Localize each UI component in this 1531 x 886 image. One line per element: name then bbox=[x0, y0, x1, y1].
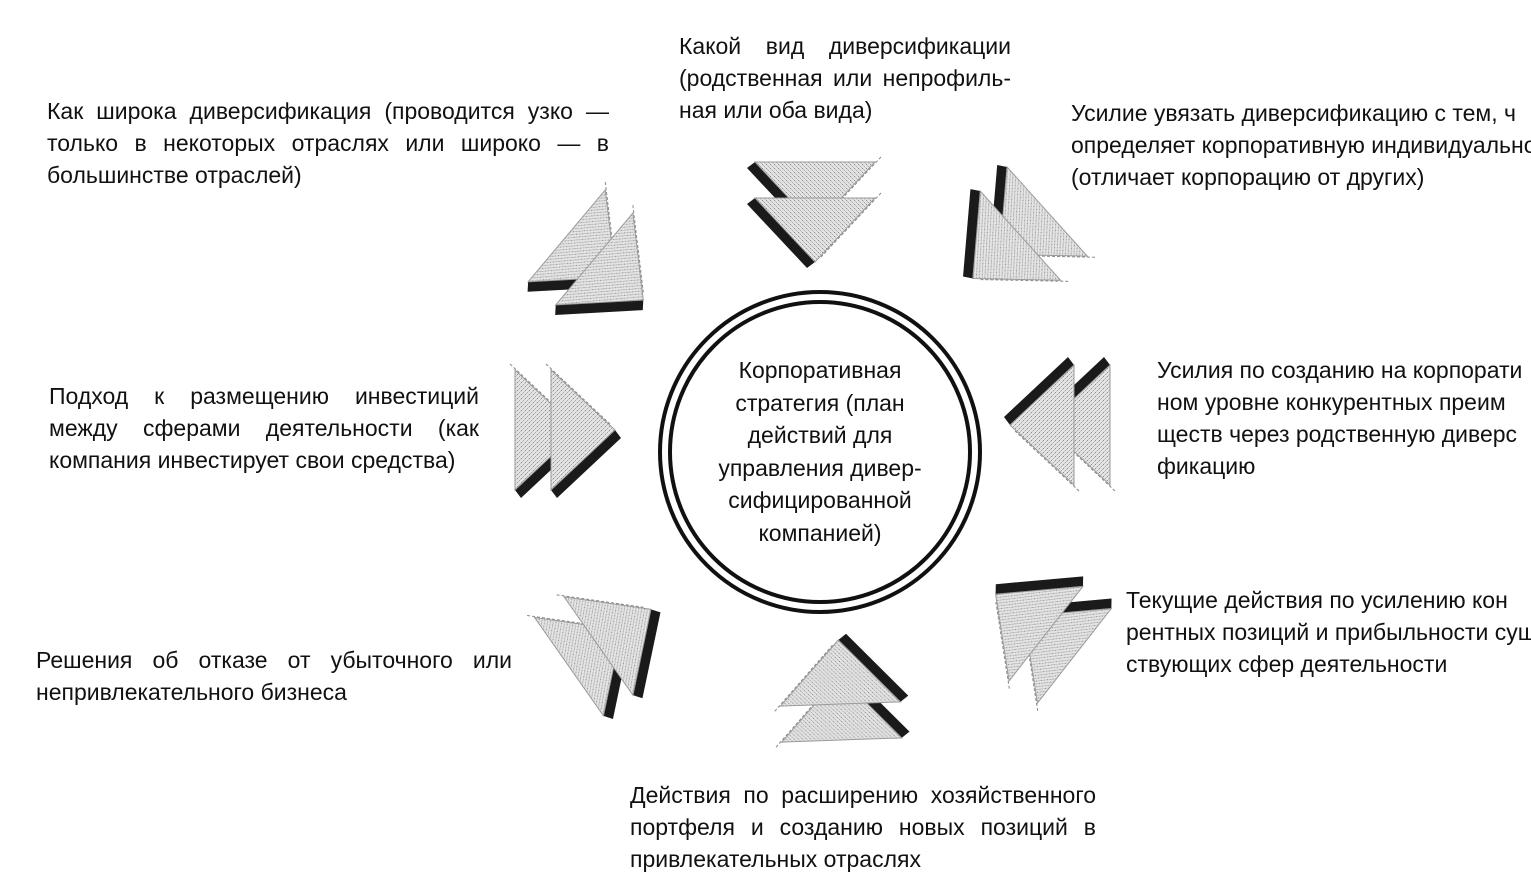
label-line: только в некоторых отраслях или широко —… bbox=[47, 130, 609, 156]
label-portfolio-expansion: Действия по расширению хозяйственного по… bbox=[630, 779, 1096, 875]
label-line: ществ через родственную диверс bbox=[1157, 421, 1518, 447]
arrow-expansion-face bbox=[779, 639, 902, 707]
label-line: рентных позиций и прибыльности суш bbox=[1126, 619, 1531, 645]
center-label-line: действий для bbox=[747, 422, 893, 448]
label-line: ная или оба вида) bbox=[679, 97, 873, 123]
label-line: портфеля и созданию новых позиций в bbox=[630, 814, 1096, 840]
label-line: привлекательных отраслях bbox=[630, 846, 921, 872]
center-label: Корпоративная стратегия (план действий д… bbox=[695, 354, 945, 549]
center-outer-ring bbox=[658, 290, 982, 614]
center-label-line: компанией) bbox=[758, 519, 882, 546]
label-current-actions: Текущие действия по усилению кон рентных… bbox=[1126, 584, 1531, 680]
center-label-line: Корпоративная bbox=[738, 357, 902, 383]
arrow-type-face bbox=[753, 197, 877, 263]
label-line: (отличает корпорацию от других) bbox=[1071, 164, 1425, 190]
arrow-expansion-face bbox=[780, 675, 903, 743]
arrow-investment bbox=[509, 363, 621, 498]
label-competitive-advantage: Усилия по созданию на корпорати ном уров… bbox=[1157, 354, 1531, 482]
arrow-identity-shadow bbox=[963, 189, 981, 279]
arrow-expansion bbox=[774, 633, 910, 748]
arrow-type-face bbox=[753, 161, 877, 227]
label-line: Усилие увязать диверсификацию с тем, ч bbox=[1071, 100, 1517, 126]
label-line: ствующих сфер деятельности bbox=[1126, 651, 1448, 677]
center-label-line: управления дивер- bbox=[718, 454, 922, 481]
arrow-current-face bbox=[995, 585, 1085, 683]
center-inner-ring bbox=[668, 300, 972, 604]
arrow-type bbox=[747, 156, 882, 268]
label-line: Подход к размещению инвестиций bbox=[49, 383, 479, 409]
arrow-divest bbox=[527, 594, 661, 719]
label-divestment: Решения об отказе от убыточного или непр… bbox=[36, 644, 512, 708]
label-line: (родственная или непрофиль- bbox=[679, 65, 1011, 91]
arrows-group bbox=[509, 156, 1116, 748]
label-line: непривлекательного бизнеса bbox=[36, 679, 347, 705]
label-line: фикацию bbox=[1157, 453, 1256, 479]
arrow-advantage bbox=[1004, 357, 1116, 492]
arrow-identity bbox=[963, 165, 1096, 282]
arrow-identity-face bbox=[999, 165, 1089, 257]
label-line: Усилия по созданию на корпорати bbox=[1157, 357, 1523, 383]
arrow-current-shadow bbox=[995, 576, 1084, 595]
arrow-divest-shadow bbox=[632, 609, 661, 699]
arrow-type-shadow bbox=[747, 198, 815, 268]
arrow-identity-face bbox=[972, 189, 1062, 281]
arrow-breadth bbox=[527, 182, 644, 315]
label-diversification-type: Какой вид диверсификации (родственная ил… bbox=[679, 30, 1011, 126]
arrow-investment-face bbox=[514, 368, 580, 492]
center-label-line: стратегия (план bbox=[735, 389, 905, 416]
label-corporate-identity: Усилие увязать диверсификацию с тем, ч о… bbox=[1071, 97, 1531, 193]
label-line: большинстве отраслей) bbox=[47, 162, 302, 188]
label-line: ном уровне конкурентных преим bbox=[1157, 389, 1506, 415]
label-line: между сферами деятельности (как bbox=[49, 415, 479, 441]
arrow-advantage-shadow bbox=[1004, 357, 1074, 425]
arrow-expansion-shadow bbox=[838, 633, 909, 702]
arrow-investment-face bbox=[550, 368, 616, 492]
label-line: компания инвестирует свои средства) bbox=[49, 447, 456, 473]
arrow-investment-shadow bbox=[551, 430, 621, 498]
label-line: Какой вид диверсификации bbox=[679, 33, 1011, 59]
arrow-advantage-face bbox=[1045, 363, 1111, 487]
label-line: Действия по расширению хозяйственного bbox=[630, 782, 1096, 808]
label-line: определяет корпоративную индивидуально bbox=[1071, 132, 1531, 158]
arrow-advantage-face bbox=[1009, 363, 1075, 487]
center-label-line: сифицированной bbox=[728, 487, 912, 513]
arrow-divest-face bbox=[563, 596, 652, 697]
arrow-current bbox=[995, 576, 1113, 711]
label-line: Текущие действия по усилению кон bbox=[1126, 587, 1508, 613]
label-line: Решения об отказе от убыточного или bbox=[36, 647, 512, 673]
label-line: Как широка диверсификация (проводится уз… bbox=[47, 98, 609, 124]
arrow-breadth-face bbox=[554, 211, 644, 306]
label-diversification-breadth: Как широка диверсификация (проводится уз… bbox=[47, 95, 609, 191]
label-investment-allocation: Подход к размещению инвестиций между сфе… bbox=[49, 380, 479, 476]
